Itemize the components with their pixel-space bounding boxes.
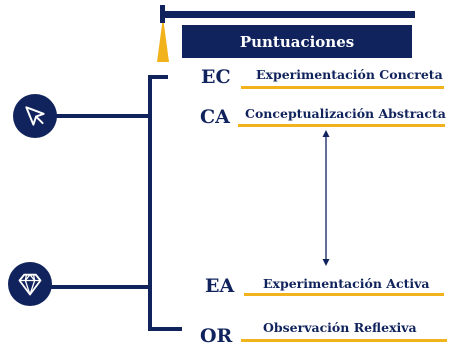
- connector-bottom: [48, 285, 150, 289]
- underline-ec: [241, 86, 444, 89]
- cursor-arrow-circle: [13, 94, 57, 138]
- underline-ea: [244, 293, 444, 296]
- diamond-gem-circle: [8, 262, 52, 306]
- bracket-top-tick: [148, 75, 168, 79]
- underline-ca: [238, 124, 445, 127]
- bracket-bottom-tick: [148, 327, 182, 331]
- pen-shaft-decoration: [160, 5, 165, 23]
- top-rule: [162, 11, 415, 18]
- header-title: Puntuaciones: [182, 25, 412, 58]
- diamond-gem-icon: [18, 273, 42, 296]
- code-or: OR: [200, 325, 233, 347]
- bracket-vertical: [148, 75, 152, 331]
- connector-top: [48, 114, 150, 118]
- cursor-arrow-icon: [25, 106, 45, 126]
- pen-tip-decoration: [157, 17, 169, 62]
- code-ec: EC: [201, 66, 231, 88]
- code-ea: EA: [205, 275, 235, 297]
- label-or: Observación Reflexiva: [263, 320, 417, 335]
- label-ca: Conceptualización Abstracta: [245, 106, 446, 121]
- label-ea: Experimentación Activa: [263, 276, 430, 291]
- label-ec: Experimentación Concreta: [256, 67, 443, 82]
- underline-or: [241, 339, 447, 342]
- code-ca: CA: [200, 106, 230, 128]
- double-arrow-connector: [322, 130, 330, 266]
